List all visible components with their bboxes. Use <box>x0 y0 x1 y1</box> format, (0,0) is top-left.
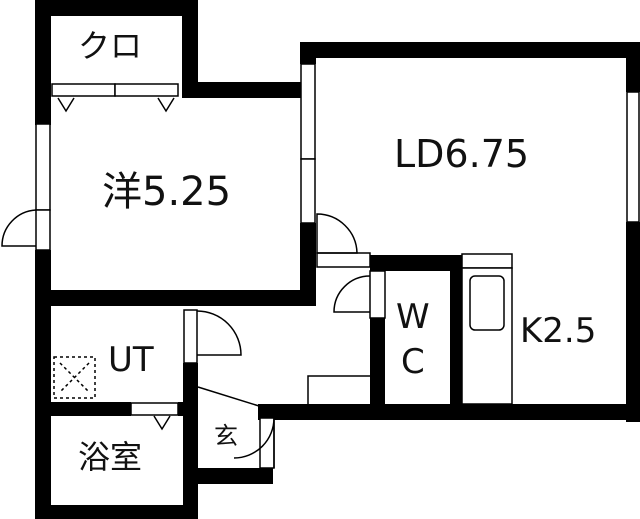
walls <box>35 0 640 519</box>
room-label-ld: LD6.75 <box>394 132 530 176</box>
door-swings <box>1 209 371 468</box>
room-label-wc-c: C <box>401 342 425 382</box>
room-label-closet: クロ <box>78 27 143 65</box>
closet-marks <box>57 97 175 431</box>
room-label-entrance: 玄 <box>214 422 238 450</box>
room-label-bathroom: 浴室 <box>78 438 143 476</box>
room-label-utility: UT <box>108 340 154 380</box>
room-label-wc-w: W <box>396 297 430 337</box>
room-label-kitchen: K2.5 <box>520 311 597 351</box>
washing-machine-space <box>53 356 96 399</box>
windows-and-fixtures <box>35 63 640 469</box>
room-label-western: 洋5.25 <box>102 169 232 215</box>
